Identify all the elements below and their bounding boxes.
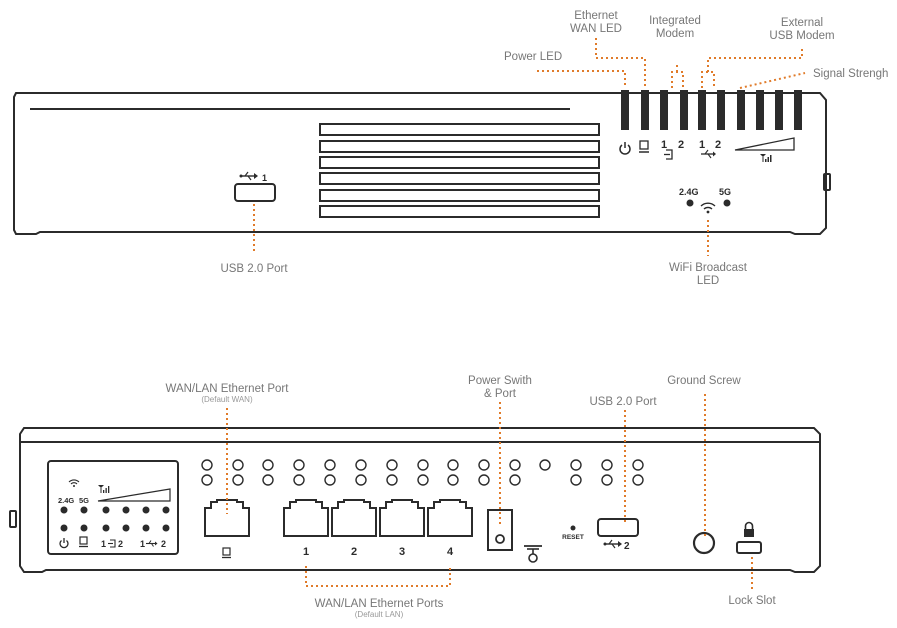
usb-icon <box>603 539 622 549</box>
power-icon <box>619 142 631 155</box>
ethernet-icon <box>79 536 88 548</box>
wifi-24g-led <box>686 199 694 207</box>
rear-leaders <box>226 394 753 590</box>
callout-external-usb-modem-line2: USB Modem <box>769 30 834 42</box>
rear-callouts: WAN/LAN Ethernet Port (Default WAN) Powe… <box>166 375 777 619</box>
rear-usb-number: 2 <box>624 541 630 552</box>
wifi-icon <box>700 202 716 214</box>
lan-port-number-4: 4 <box>447 546 454 558</box>
front-leaders <box>253 38 806 256</box>
power-icon <box>59 538 69 549</box>
front-panel: 1 1 2 1 2 <box>13 90 831 235</box>
rear-modem-number-1: 1 <box>101 539 106 549</box>
power-switch-port <box>487 509 513 551</box>
wifi-band-24g: 2.4G <box>679 187 699 197</box>
callout-power-led: Power LED <box>504 51 562 63</box>
lock-icon <box>744 521 754 537</box>
wifi-5g-led <box>723 199 731 207</box>
callout-wifi-led-line2: LED <box>697 275 719 287</box>
modem-led-number-2: 2 <box>678 139 684 151</box>
rear-usb-number-2: 2 <box>161 539 166 549</box>
callout-integrated-modem-line2: Modem <box>656 28 694 40</box>
ethernet-icon <box>222 547 231 559</box>
callout-external-usb-modem-line1: External <box>781 17 823 29</box>
rear-band-5g: 5G <box>79 496 89 505</box>
callout-rear-usb-port: USB 2.0 Port <box>589 396 657 408</box>
callout-integrated-modem-line1: Integrated <box>649 15 701 27</box>
ethernet-icon <box>639 140 649 153</box>
wifi-band-5g: 5G <box>719 187 731 197</box>
callout-lan-ports: WAN/LAN Ethernet Ports <box>315 598 444 610</box>
wifi-icon <box>68 479 80 487</box>
wan-ethernet-port <box>204 499 250 559</box>
callout-wan-lan-port: WAN/LAN Ethernet Port <box>166 383 290 395</box>
callout-wifi-led-line1: WiFi Broadcast <box>669 262 748 274</box>
callout-ethernet-wan-led-line1: Ethernet <box>574 10 618 22</box>
lan-ethernet-port-3 <box>379 499 425 537</box>
reset-label: RESET <box>562 534 584 541</box>
rear-panel: 2.4G 5G 1 <box>9 427 821 573</box>
callout-front-usb-port: USB 2.0 Port <box>220 263 288 275</box>
callout-wan-lan-port-sub: (Default WAN) <box>201 395 253 404</box>
signal-icon <box>98 485 110 493</box>
reset-button <box>570 525 576 531</box>
front-usb-port: 1 <box>234 171 276 202</box>
modem-led-number-1: 1 <box>661 139 667 151</box>
ground-icon <box>524 545 542 563</box>
usb-modem-led-number-1: 1 <box>699 139 705 151</box>
callout-ethernet-wan-led-line2: WAN LED <box>570 23 622 35</box>
rear-usb-port: 2 <box>597 518 639 552</box>
front-vent <box>319 123 600 218</box>
lan-ethernet-port-1 <box>283 499 329 537</box>
signal-icon <box>734 137 795 162</box>
usb-icon <box>146 540 158 547</box>
modem-icon <box>664 149 673 160</box>
front-callouts: Power LED Ethernet WAN LED Integrated Mo… <box>220 10 888 287</box>
lock-slot <box>736 521 762 554</box>
usb-modem-led-number-2: 2 <box>715 139 721 151</box>
usb-port-number: 1 <box>262 173 267 183</box>
lan-port-number-2: 2 <box>351 546 357 558</box>
callout-lan-ports-sub: (Default LAN) <box>355 610 404 619</box>
callout-power-switch-line2: & Port <box>484 388 517 400</box>
callout-power-switch-line1: Power Swith <box>468 375 532 387</box>
rear-band-24g: 2.4G <box>58 496 74 505</box>
rear-usb-number-1: 1 <box>140 539 145 549</box>
rear-led-panel: 2.4G 5G 1 <box>47 460 179 555</box>
lan-port-number-1: 1 <box>303 546 309 558</box>
callout-ground-screw: Ground Screw <box>667 375 741 387</box>
usb-icon <box>239 171 258 181</box>
callout-lock-slot: Lock Slot <box>728 595 776 607</box>
ground-screw <box>692 531 716 555</box>
rear-vent-holes <box>201 459 644 486</box>
lan-port-number-3: 3 <box>399 546 405 558</box>
rear-modem-number-2: 2 <box>118 539 123 549</box>
usb-icon <box>701 149 716 159</box>
callout-signal-strength: Signal Strengh <box>813 68 888 80</box>
front-led-bars <box>621 90 802 130</box>
lan-ethernet-port-2 <box>331 499 377 537</box>
lan-ethernet-port-4 <box>427 499 473 537</box>
